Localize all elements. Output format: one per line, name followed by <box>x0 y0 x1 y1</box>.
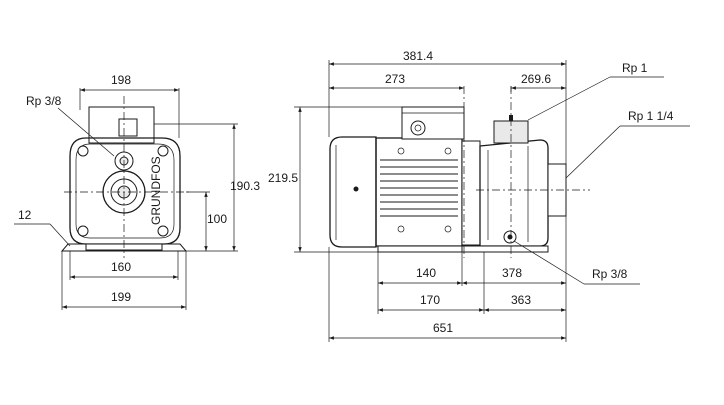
side-pump-housing <box>479 139 549 247</box>
label-rp38-front: Rp 3/8 <box>26 94 62 108</box>
front-pump-inner-outline <box>75 143 175 239</box>
dim-219-label: 219.5 <box>268 171 298 185</box>
dim-100-label: 100 <box>207 212 227 226</box>
dim-378-label: 378 <box>502 266 522 280</box>
side-motor-foot <box>377 245 463 253</box>
label-rp114: Rp 1 1/4 <box>628 109 674 123</box>
side-motor-body <box>375 137 463 247</box>
dim-273-label: 273 <box>385 72 405 86</box>
side-drain-port-inner <box>507 234 513 240</box>
dim-160-label: 160 <box>111 260 131 274</box>
leader-12-d <box>49 223 71 247</box>
side-screw <box>444 147 452 155</box>
side-view: 381.4 273 269.6 219.5 140 378 170 363 65… <box>268 49 690 342</box>
front-bolt-bl <box>77 225 89 237</box>
side-screw <box>444 225 452 233</box>
side-cable-gland-inner <box>414 124 422 132</box>
side-screw <box>397 147 405 155</box>
label-12: 12 <box>18 208 32 222</box>
front-view: GRUNDFOS 198 190.3 100 160 199 <box>14 73 260 310</box>
side-flange <box>461 140 481 246</box>
dim-651-label: 651 <box>433 321 453 335</box>
front-bolt-br <box>157 225 169 237</box>
side-terminal-box <box>401 106 465 140</box>
leader-rp1 <box>527 76 611 121</box>
side-fan-dot <box>353 186 359 192</box>
dim-170-label: 170 <box>420 293 440 307</box>
side-fan-cover <box>329 136 377 248</box>
dim-363-label: 363 <box>511 293 531 307</box>
leader-rp38-side <box>513 240 585 285</box>
dim-269-label: 269.6 <box>521 72 551 86</box>
label-rp38-side: Rp 3/8 <box>592 267 628 281</box>
dim-198-label: 198 <box>111 73 131 87</box>
leader-rp38-front <box>57 107 115 157</box>
side-cooling-fins <box>380 159 458 217</box>
front-bolt-tr <box>157 145 169 157</box>
side-cable-gland <box>410 120 426 136</box>
side-screw <box>397 225 405 233</box>
dim-381-label: 381.4 <box>403 49 433 63</box>
front-foot <box>60 243 188 252</box>
side-pump-foot <box>461 245 549 253</box>
front-bolt-tl <box>77 145 89 157</box>
front-logo-text: GRUNDFOS <box>149 156 163 225</box>
leader-rp114 <box>565 125 621 179</box>
dim-199-label: 199 <box>111 290 131 304</box>
label-rp1: Rp 1 <box>622 61 648 75</box>
dim-140-label: 140 <box>416 266 436 280</box>
dim-190-label: 190.3 <box>230 179 260 193</box>
front-cable-gland <box>118 118 138 137</box>
